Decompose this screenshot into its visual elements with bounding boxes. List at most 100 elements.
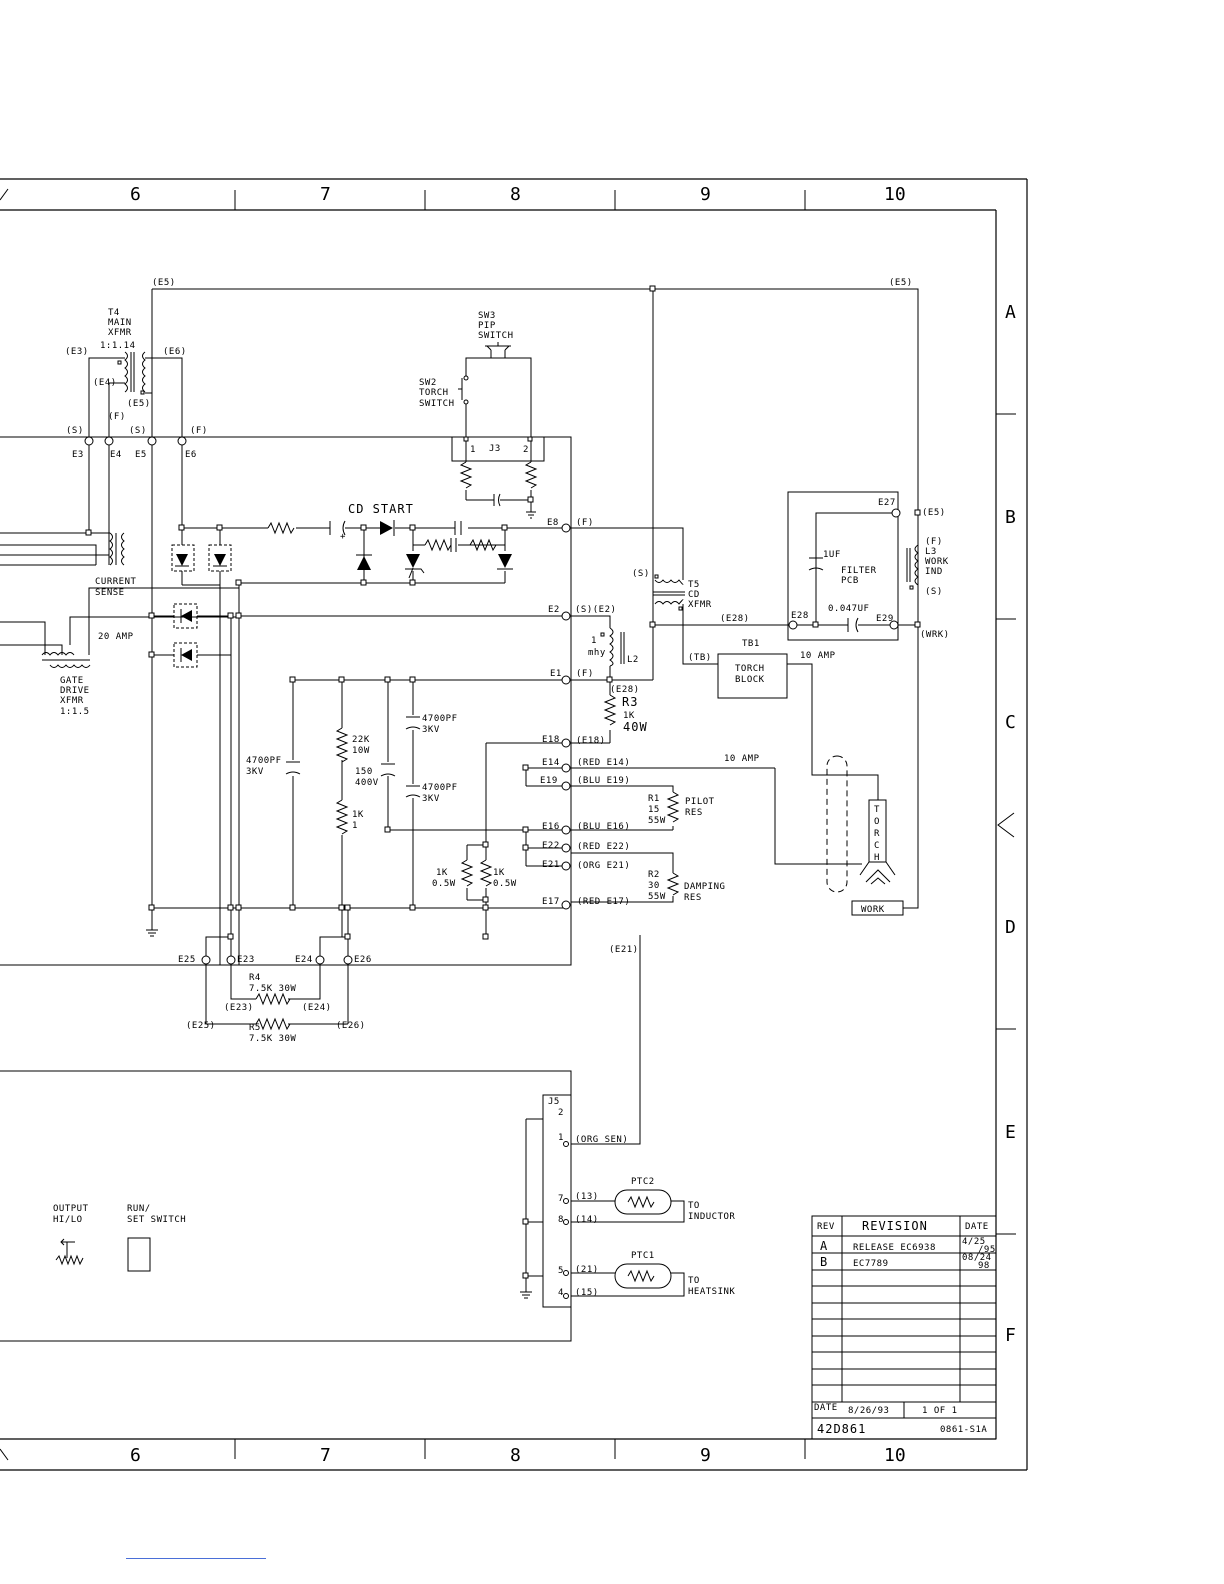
c150-1: 150 bbox=[355, 767, 373, 777]
r1k-2: 1 bbox=[352, 821, 358, 831]
e22-tag: (RED E22) bbox=[577, 842, 630, 852]
tb-row-a-date-2: /95 bbox=[978, 1245, 996, 1255]
col-label-9: 9 bbox=[700, 184, 711, 205]
e8-label: E8 bbox=[547, 518, 559, 528]
c4700-b-2: 3KV bbox=[422, 725, 440, 735]
sw2-label-1: SW2 bbox=[419, 378, 437, 388]
torch-letter-4: C bbox=[874, 841, 880, 851]
to-heatsink-2: HEATSINK bbox=[688, 1287, 735, 1297]
e24-paren: (E24) bbox=[302, 1003, 332, 1013]
j5-label-1: J5 bbox=[548, 1097, 560, 1107]
e14-label: E14 bbox=[542, 758, 560, 768]
t4-label-1: T4 bbox=[108, 308, 120, 318]
r1k-b-2: 0.5W bbox=[493, 879, 517, 889]
r1k-a-1: 1K bbox=[436, 868, 448, 878]
torch-letter-5: H bbox=[874, 853, 880, 863]
e5-top-left: (E5) bbox=[152, 278, 176, 288]
r1k-b-1: 1K bbox=[493, 868, 505, 878]
e5-top-right: (E5) bbox=[889, 278, 913, 288]
e6-label: (E6) bbox=[163, 347, 187, 357]
gate-drive-1: GATE bbox=[60, 676, 84, 686]
e2-s-label: (S)(E2) bbox=[575, 605, 616, 615]
e25-paren: (E25) bbox=[186, 1021, 216, 1031]
j3-label: J3 bbox=[489, 444, 501, 454]
f-mid-label: (F) bbox=[190, 426, 208, 436]
s-left-label: (S) bbox=[66, 426, 84, 436]
e29-label: E29 bbox=[876, 614, 894, 624]
components: + bbox=[41, 342, 919, 1299]
e23-label: E23 bbox=[237, 955, 255, 965]
r1k-a-2: 0.5W bbox=[432, 879, 456, 889]
tb-header-date: DATE bbox=[965, 1222, 989, 1232]
c4700-c-1: 4700PF bbox=[422, 783, 458, 793]
l2-label-1: 1 bbox=[591, 636, 597, 646]
r22k-2: 10W bbox=[352, 746, 370, 756]
j5-pin-7: 7 bbox=[558, 1194, 564, 1204]
row-label-b: B bbox=[1005, 507, 1016, 528]
e19-label: E19 bbox=[540, 776, 558, 786]
tb-row-b-date-1: 08/24 bbox=[962, 1253, 992, 1263]
output-label-1: OUTPUT bbox=[53, 1204, 89, 1214]
cap-047-label: 0.047UF bbox=[828, 604, 869, 614]
e4-label: (E4) bbox=[93, 378, 117, 388]
c150-2: 400V bbox=[355, 778, 379, 788]
sw2-label-3: SWITCH bbox=[419, 399, 455, 409]
tb-row-a-rev: A bbox=[820, 1239, 828, 1253]
amp10-label-a: 10 AMP bbox=[800, 651, 836, 661]
l3-label-2: L3 bbox=[925, 547, 937, 557]
sw3-label-2: PIP bbox=[478, 321, 496, 331]
title-block: REV REVISION DATE A RELEASE EC6938 4/25 … bbox=[811, 1215, 997, 1440]
c4700-a-1: 4700PF bbox=[246, 756, 282, 766]
tb-file-no: 0861-S1A bbox=[940, 1425, 987, 1435]
e3-label: (E3) bbox=[65, 347, 89, 357]
f-small-label: (F) bbox=[108, 412, 126, 422]
gate-drive-2: DRIVE bbox=[60, 686, 90, 696]
l2-label-3: L2 bbox=[627, 655, 639, 665]
col-label-6-bottom: 6 bbox=[130, 1445, 141, 1466]
output-label-2: HI/LO bbox=[53, 1215, 83, 1225]
current-sense-2: SENSE bbox=[95, 588, 125, 598]
tb-date-value: 8/26/93 bbox=[848, 1406, 889, 1416]
to-inductor-2: INDUCTOR bbox=[688, 1212, 735, 1222]
j5-pin-5: 5 bbox=[558, 1266, 564, 1276]
wrk-label: (WRK) bbox=[920, 630, 950, 640]
e8-f-label: (F) bbox=[576, 518, 594, 528]
current-sense-1: CURRENT bbox=[95, 577, 137, 587]
row-label-a: A bbox=[1005, 302, 1016, 323]
svg-text:+: + bbox=[340, 532, 346, 542]
e16-label: E16 bbox=[542, 822, 560, 832]
r5-label-2: 7.5K 30W bbox=[249, 1034, 296, 1044]
torch-block-1: TORCH bbox=[735, 664, 765, 674]
l3-label-4: IND bbox=[925, 567, 943, 577]
junction-nodes bbox=[84, 285, 921, 1299]
e28-node-label: (E28) bbox=[610, 685, 640, 695]
col-label-7: 7 bbox=[320, 184, 331, 205]
e14-tag: (RED E14) bbox=[577, 758, 630, 768]
gate-drive-3: XFMR bbox=[60, 696, 84, 706]
damping-res-2: RES bbox=[684, 893, 702, 903]
j5-pin-1: 1 bbox=[558, 1133, 564, 1143]
e25-label: E25 bbox=[178, 955, 196, 965]
tb-date-label: DATE bbox=[814, 1403, 838, 1413]
org-sen-label: (ORG SEN) bbox=[575, 1135, 628, 1145]
r1-label-1: R1 bbox=[648, 794, 660, 804]
e19-tag: (BLU E19) bbox=[577, 776, 630, 786]
e28-wire-label: (E28) bbox=[720, 614, 750, 624]
r22k-1: 22K bbox=[352, 735, 370, 745]
amp20-label: 20 AMP bbox=[98, 632, 134, 642]
j5-pin-4: 4 bbox=[558, 1288, 564, 1298]
e5-right-label: (E5) bbox=[922, 508, 946, 518]
c4700-b-1: 4700PF bbox=[422, 714, 458, 724]
t5-label-3: XFMR bbox=[688, 600, 712, 610]
e22-label: E22 bbox=[542, 841, 560, 851]
row-label-e: E bbox=[1005, 1122, 1016, 1143]
c4700-c-2: 3KV bbox=[422, 794, 440, 804]
r1k-1: 1K bbox=[352, 810, 364, 820]
r3-label-1: R3 bbox=[622, 695, 638, 709]
r3-label-3: 40W bbox=[623, 720, 648, 734]
t5-label-2: CD bbox=[688, 590, 700, 600]
t5-label-1: T5 bbox=[688, 580, 700, 590]
row-label-f: F bbox=[1005, 1325, 1016, 1346]
e17-tag: (RED E17) bbox=[577, 897, 630, 907]
page-footer-rule bbox=[126, 1558, 266, 1559]
